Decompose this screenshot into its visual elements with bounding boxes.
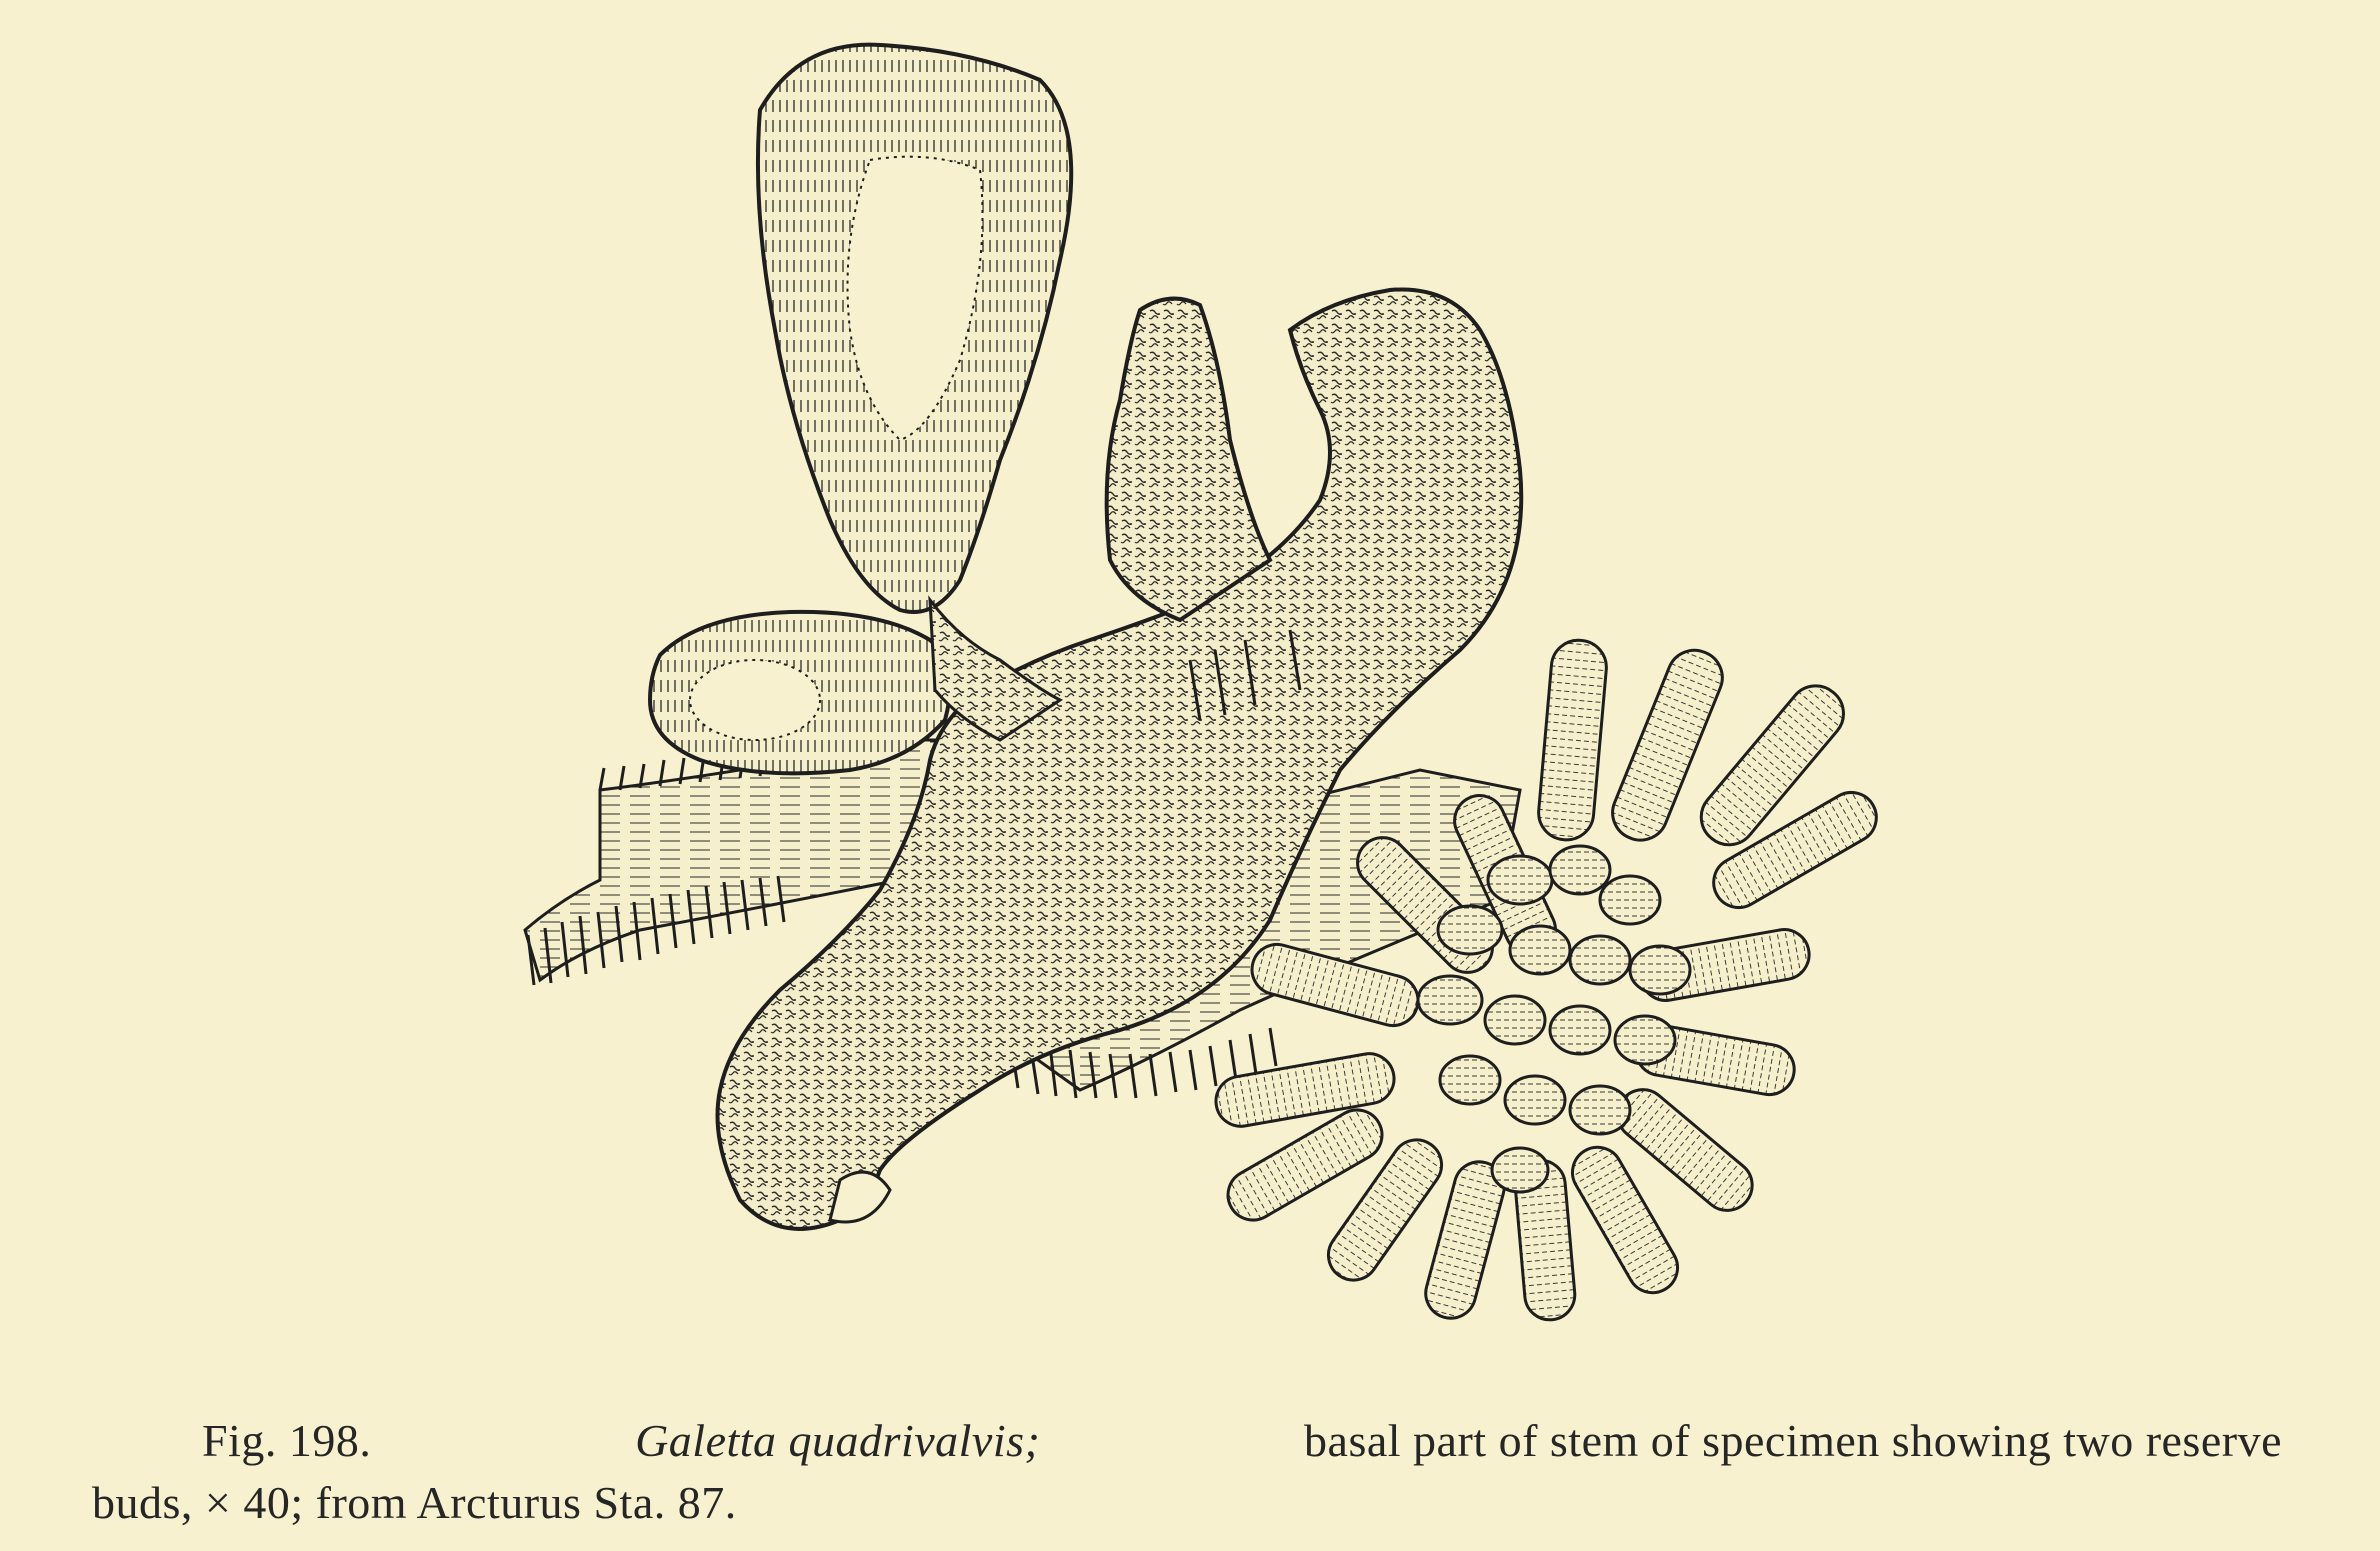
caption-text: basal part of stem of specimen showing t… bbox=[1304, 1415, 2282, 1466]
figure-label: Fig. 198. bbox=[202, 1415, 372, 1466]
figure-caption: Fig. 198. Galetta quadrivalvis; basal pa… bbox=[92, 1410, 2282, 1534]
stolon-marks bbox=[1188, 629, 1302, 721]
bud-cluster bbox=[1214, 638, 1878, 1322]
reserve-bud-upper bbox=[755, 42, 1074, 614]
stolon-branch bbox=[1104, 296, 1273, 623]
caption-line-1: Fig. 198. Galetta quadrivalvis; basal pa… bbox=[92, 1410, 2282, 1472]
species-name: Galetta quadrivalvis; bbox=[635, 1415, 1041, 1466]
reserve-bud-lower bbox=[647, 609, 952, 776]
stolon-body bbox=[715, 287, 1524, 1231]
caption-line-2: buds, × 40; from Arcturus Sta. 87. bbox=[92, 1477, 737, 1528]
